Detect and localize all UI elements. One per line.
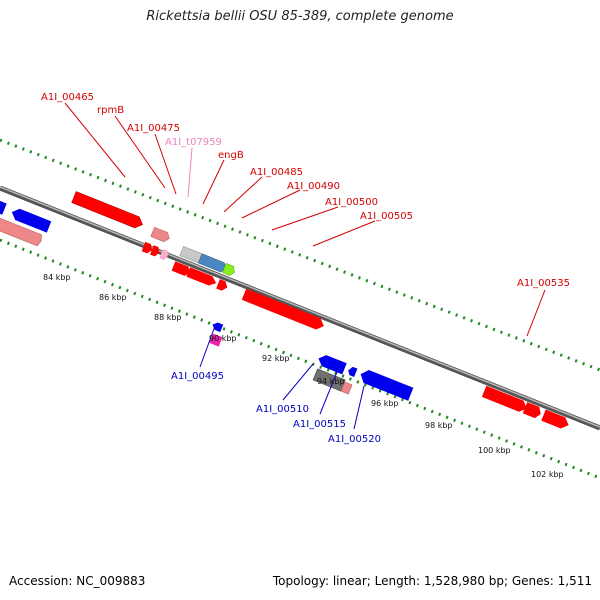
gene-red-00505c[interactable] <box>264 297 326 332</box>
gene-blue-00510a[interactable] <box>316 353 347 375</box>
label-a1i-00475[interactable]: A1I_00475 <box>127 123 180 134</box>
gene-red-00535c[interactable] <box>541 409 571 431</box>
genome-backbone-highlight <box>0 186 600 428</box>
gene-red-00505b[interactable] <box>241 288 272 311</box>
gene-red-00500[interactable] <box>186 267 218 287</box>
gene-blue-00520[interactable] <box>358 368 414 401</box>
label-a1i-00500[interactable]: A1I_00500 <box>325 197 378 208</box>
label-rpmb[interactable]: rpmB <box>97 105 124 116</box>
accession-text: Accession: NC_009883 <box>9 574 146 588</box>
gene-red-00490b[interactable] <box>171 261 192 277</box>
gene-salmon-00515[interactable] <box>340 381 353 395</box>
gene-blue-00515[interactable] <box>347 366 358 378</box>
gene-green-00490[interactable] <box>222 263 236 276</box>
tick-label: 90 kbp <box>209 334 237 343</box>
tick-label: 100 kbp <box>478 446 511 455</box>
gene-red-00535b[interactable] <box>522 402 543 419</box>
gene-red-small[interactable] <box>150 245 161 257</box>
label-a1i-00465[interactable]: A1I_00465 <box>41 92 94 103</box>
label-a1i-00505[interactable]: A1I_00505 <box>360 211 413 222</box>
label-a1i-00485[interactable]: A1I_00485 <box>250 167 303 178</box>
tick-label: 94 kbp <box>317 377 345 386</box>
gene-magenta-00495[interactable] <box>209 333 223 347</box>
page-title: Rickettsia bellii OSU 85-389, complete g… <box>146 9 454 24</box>
label-a1i-00510[interactable]: A1I_00510 <box>256 404 309 415</box>
upper-leader-lines <box>64 102 546 337</box>
gene-blue-00495[interactable] <box>211 321 224 333</box>
label-engb[interactable]: engB <box>218 150 244 161</box>
gene-red-00465[interactable] <box>71 191 145 231</box>
label-a1i-00490[interactable]: A1I_00490 <box>287 181 340 192</box>
gene-red-00505[interactable] <box>216 279 229 292</box>
lower-leader-lines <box>199 325 365 430</box>
tick-label: 84 kbp <box>43 273 71 282</box>
gene-red-00535a[interactable] <box>481 385 529 414</box>
topology-text: Topology: linear; Length: 1,528,980 bp; … <box>272 574 592 588</box>
tick-label: 88 kbp <box>154 313 182 322</box>
upper-guide-line <box>0 138 600 372</box>
label-a1i-00515[interactable]: A1I_00515 <box>293 419 346 430</box>
tick-label: 96 kbp <box>371 399 399 408</box>
tick-label: 102 kbp <box>531 470 564 479</box>
gene-blue-left2[interactable] <box>10 207 52 233</box>
tick-label: 86 kbp <box>99 293 127 302</box>
gene-red-rpmB[interactable] <box>141 241 154 255</box>
label-a1i-00535[interactable]: A1I_00535 <box>517 278 570 289</box>
label-a1i-00520[interactable]: A1I_00520 <box>328 434 381 445</box>
gene-salmon-left[interactable] <box>0 217 43 247</box>
gene-salmon[interactable] <box>150 226 171 243</box>
genome-backbone <box>0 185 600 431</box>
gene-blue-left1[interactable] <box>0 197 7 215</box>
label-a1i-00495[interactable]: A1I_00495 <box>171 371 224 382</box>
t07959-leader <box>187 147 193 198</box>
gene-pink-trna[interactable] <box>159 248 169 261</box>
tick-label: 98 kbp <box>425 421 453 430</box>
lower-guide-line <box>0 238 600 480</box>
tick-label: 92 kbp <box>262 354 290 363</box>
label-a1i-t07959[interactable]: A1I_t07959 <box>165 137 222 148</box>
